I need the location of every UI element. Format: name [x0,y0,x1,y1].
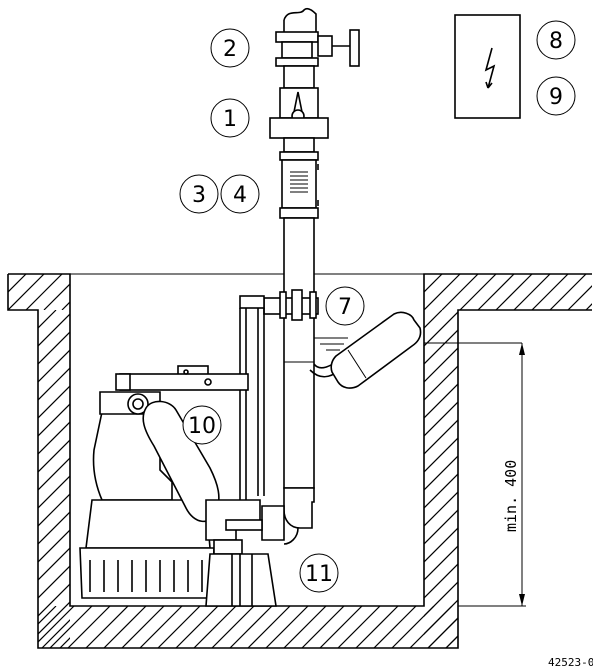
hatch-line [85,606,129,648]
hatch-line [80,274,116,310]
lightning-bolt-icon [484,47,496,89]
hatch-line [572,310,593,648]
hatch-line [38,565,70,599]
discharge-pipe [261,7,360,545]
hatch-line [38,313,70,347]
hatch-line [49,606,93,648]
submersible-pump [79,365,277,607]
hatch-line [43,283,70,310]
hatch-line [513,274,551,310]
hatch-line [482,310,593,648]
hatch-line [319,606,363,648]
hatch-line [38,606,75,643]
hatch-line [441,274,479,310]
hatch-line [531,274,569,310]
hatch-line [355,606,399,648]
hatch-line [424,473,458,509]
hatch-line [424,455,458,491]
hatch-line [38,457,70,491]
hatch-line [283,606,327,648]
hatch-line [402,310,593,648]
svg-text:4: 4 [233,183,247,208]
float-switch [309,311,422,389]
hatch-line [175,606,219,648]
hatch-line [8,274,45,310]
hatch-line [373,606,417,648]
callout-4: 4 [220,174,260,214]
hatch-line [38,349,70,383]
callout-11: 11 [299,553,339,593]
callout-9: 9 [536,76,576,116]
hatch-line [459,274,497,310]
hatch-line [495,274,533,310]
hatch-line [103,606,147,648]
hatch-line [229,606,273,648]
hatch-line [157,606,201,648]
hatch-line [265,606,309,648]
svg-text:10: 10 [188,414,216,439]
hatch-line [121,606,165,648]
water-level [314,337,522,351]
svg-text:2: 2 [223,37,237,62]
hatch-line [8,274,27,293]
hatch-line [464,310,593,648]
hatch-line [536,310,593,648]
dimension-min-400: min. 400 [458,343,526,607]
hatch-line [38,310,57,329]
electrical-control-box [454,14,521,119]
hatch-line [211,606,255,648]
callout-10: 10 [182,405,222,445]
hatch-line [424,347,458,383]
hatch-line [366,310,593,648]
hatch-line [38,583,70,617]
hatch-line [139,606,183,648]
hatch-line [567,285,592,310]
svg-text:9: 9 [549,85,563,110]
hatch-line [25,274,63,310]
hatch-line [585,303,592,310]
hatch-line [301,606,345,648]
hatch-line [424,274,425,275]
drawing-reference: 42523-01 [548,656,593,668]
callout-3: 3 [179,174,219,214]
hatch-line [337,606,381,648]
svg-text:1: 1 [223,107,237,132]
hatch-line [67,606,111,648]
hatch-line [38,331,70,365]
callout-2: 2 [210,28,250,68]
svg-text:8: 8 [549,29,563,54]
callout-7: 7 [325,286,365,326]
hatch-line [549,274,587,310]
hatch-line [464,606,506,648]
hatch-line [38,606,57,625]
hatch-line [38,606,39,607]
hatch-line [193,606,237,648]
hatch-line [384,310,593,648]
hatch-line [554,310,593,648]
hatch-line [482,606,524,648]
hatch-line [38,475,70,509]
hatch-line [98,274,134,310]
hatch-line [424,563,458,599]
hatch-line [477,274,515,310]
svg-text:11: 11 [305,562,333,587]
svg-text:7: 7 [338,295,352,320]
dimension-label: min. 400 [502,460,520,532]
svg-text:3: 3 [192,183,206,208]
callout-1: 1 [210,98,250,138]
hatch-line [61,301,70,310]
hatch-line [518,310,593,648]
callout-8: 8 [536,20,576,60]
hatch-line [424,581,458,617]
hatch-line [38,310,39,311]
hatch-line [424,274,461,310]
hatch-line [424,274,443,293]
hatch-line [8,274,9,275]
guide-rail [239,295,265,500]
hatch-line [247,606,291,648]
